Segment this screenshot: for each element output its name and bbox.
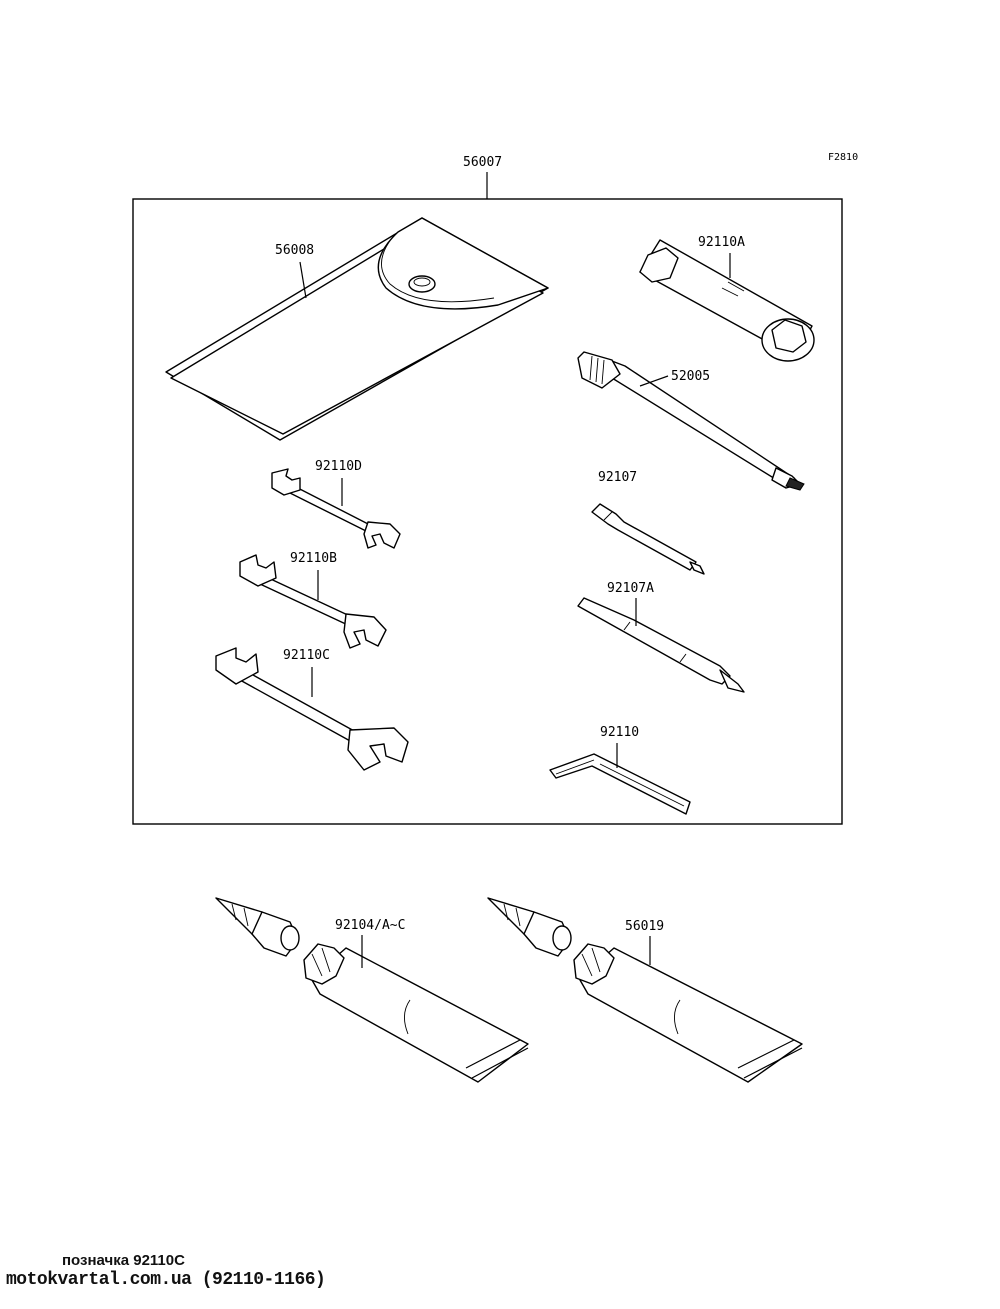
kit-frame [132, 198, 843, 825]
bit-long-illustration [577, 597, 745, 693]
label-plug-wrench: 92110A [698, 235, 745, 250]
leader-pouch [299, 261, 307, 299]
label-hex-key: 92110 [600, 725, 639, 740]
label-bit-long: 92107A [607, 581, 654, 596]
hex-key-illustration [549, 753, 691, 815]
leader-screwdriver-handle [639, 375, 669, 387]
wrench-large-illustration [215, 647, 409, 771]
screwdriver-handle-illustration [577, 351, 805, 491]
label-screwdriver-handle: 52005 [671, 369, 710, 384]
footer-site-link[interactable]: motokvartal.com.ua (92110-1166) [6, 1270, 326, 1290]
label-wrench-small: 92110D [315, 459, 362, 474]
label-pouch: 56008 [275, 243, 314, 258]
tube-right-illustration [487, 897, 803, 1083]
label-kit: 56007 [463, 155, 502, 170]
label-tube-left: 92104/A~C [335, 918, 405, 933]
wrench-medium-illustration [239, 554, 387, 649]
figure-code: F2810 [828, 152, 858, 163]
tube-left-illustration [215, 897, 529, 1083]
plug-wrench-illustration [639, 239, 815, 362]
bit-short-illustration [591, 503, 705, 575]
wrench-small-illustration [271, 468, 401, 549]
label-wrench-medium: 92110B [290, 551, 337, 566]
label-bit-short: 92107 [598, 470, 637, 485]
label-tube-right: 56019 [625, 919, 664, 934]
label-wrench-large: 92110C [283, 648, 330, 663]
footer-part-note: позначка 92110C [62, 1252, 185, 1269]
pouch-illustration [165, 217, 549, 441]
